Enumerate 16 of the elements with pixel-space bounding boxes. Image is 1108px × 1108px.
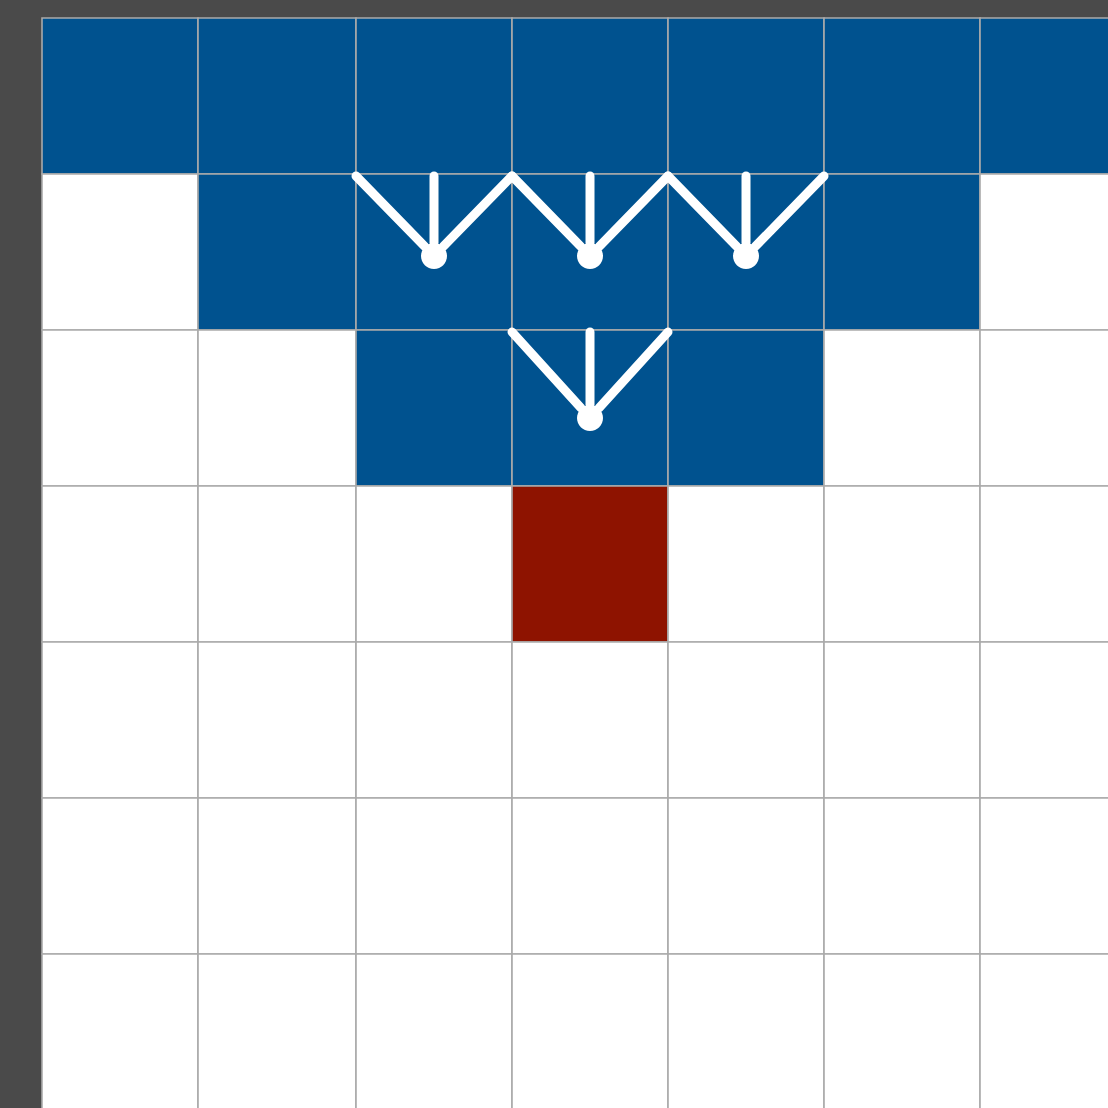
dot bbox=[577, 405, 603, 431]
connector-line bbox=[594, 171, 673, 251]
connector-line bbox=[585, 171, 595, 248]
dot bbox=[421, 243, 447, 269]
connector-line bbox=[585, 327, 595, 410]
connector-line bbox=[438, 171, 517, 251]
dot bbox=[577, 243, 603, 269]
connector-line bbox=[594, 327, 673, 413]
dot bbox=[733, 243, 759, 269]
connector-line bbox=[750, 171, 829, 251]
connector-line bbox=[507, 327, 586, 413]
connector-line bbox=[507, 171, 586, 251]
connector-line bbox=[663, 171, 742, 251]
connector-line bbox=[429, 171, 439, 248]
connector-line bbox=[741, 171, 751, 248]
connector-line bbox=[351, 171, 430, 251]
